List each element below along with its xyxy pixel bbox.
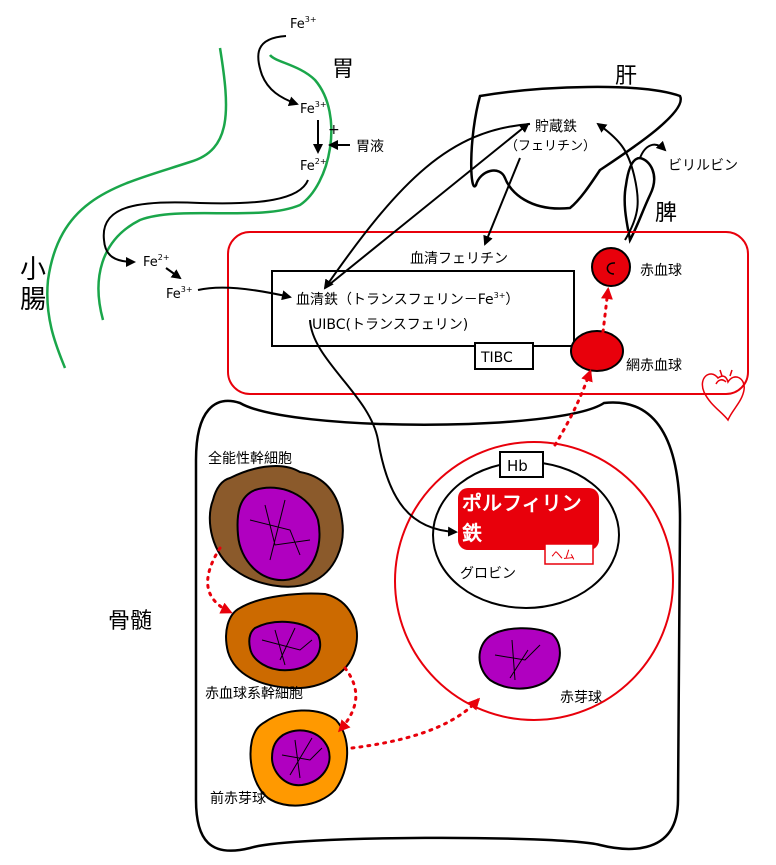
- reticulocyte-cell: [570, 330, 624, 372]
- fe2-intestine: Fe2+: [143, 253, 170, 270]
- fe2-stomach: Fe2+: [300, 157, 327, 174]
- rbc-stem-label: 赤血球系幹細胞: [205, 685, 303, 702]
- pluripotent-nucleus: [236, 486, 321, 582]
- small-intestine-label-2: 腸: [20, 285, 46, 315]
- erythroblast-cell: [478, 627, 561, 690]
- porphyrin-label: ポルフィリン: [462, 491, 582, 515]
- fe3-mid: Fe3+: [300, 100, 327, 117]
- proerythroblast-label: 前赤芽球: [210, 790, 266, 807]
- erythroblast-label: 赤芽球: [560, 690, 602, 706]
- blood-compartment: [227, 231, 749, 395]
- fe3-top: Fe3+: [290, 15, 317, 32]
- storage-iron-label: 貯蔵鉄: [535, 119, 577, 135]
- red-dotted-arrows: [206, 287, 613, 750]
- pluripotent-label: 全能性幹細胞: [208, 450, 292, 467]
- liver-label: 肝: [615, 64, 637, 89]
- tibc-box: [474, 342, 534, 370]
- small-intestine-label-1: 小: [20, 255, 46, 285]
- reticulocyte-label: 網赤血球: [626, 358, 682, 374]
- rbc-label: 赤血球: [640, 263, 682, 279]
- fe3-intestine: Fe3+: [166, 285, 193, 302]
- bone-marrow-outline: [194, 399, 682, 852]
- spleen-label: 脾: [655, 201, 677, 226]
- black-arrows: [102, 35, 667, 537]
- bilirubin-label: ビリルビン: [668, 158, 738, 174]
- hb-box: [499, 451, 544, 478]
- uibc-label: UIBC(トランスフェリン): [312, 317, 468, 333]
- hb-label: Hb: [507, 457, 528, 475]
- heart-icon: [701, 369, 745, 422]
- stomach-label: 胃: [332, 57, 354, 82]
- bone-marrow-label: 骨髄: [108, 609, 152, 634]
- serum-iron-label: 血清鉄（トランスフェリン－Fe3+）: [296, 291, 519, 308]
- liver-outline: [469, 85, 682, 210]
- gastric-juice-label: 胃液: [356, 139, 384, 155]
- gut-outline: [46, 47, 333, 369]
- plus-sign: +: [328, 122, 340, 138]
- globin-label: グロビン: [460, 566, 516, 582]
- heme-label: ヘム: [551, 548, 575, 562]
- iron-label: 鉄: [462, 521, 482, 545]
- spleen-outline: [623, 156, 656, 244]
- rbc-cell: [591, 247, 631, 287]
- serum-iron-box: [271, 270, 575, 347]
- tibc-label: TIBC: [480, 350, 513, 366]
- porphyrin-block: [458, 488, 599, 550]
- heme-box: [544, 543, 594, 565]
- erythroblast-circle: [394, 441, 674, 721]
- serum-ferritin-label: 血清フェリチン: [410, 251, 508, 267]
- ferritin-label: （フェリチン）: [505, 139, 596, 154]
